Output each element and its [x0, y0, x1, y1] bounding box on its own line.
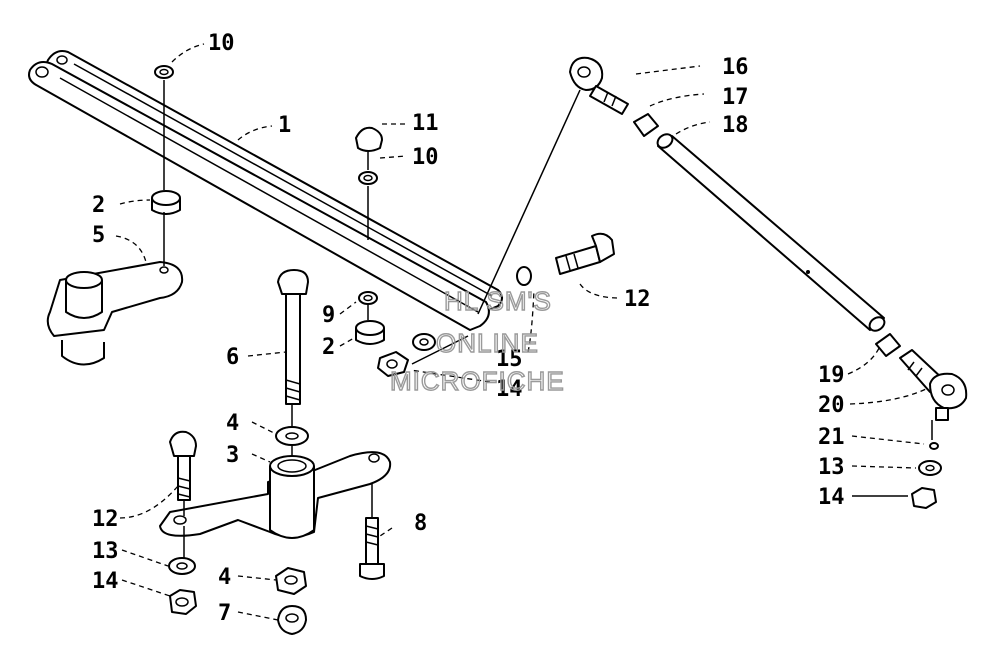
callout-13: 13: [818, 455, 845, 480]
pitman-arm: [46, 261, 184, 366]
callout-21: 21: [818, 425, 845, 450]
watermark-line-1: HL SM'S: [444, 286, 552, 316]
tie-rod-assembly: [569, 56, 968, 509]
callout-2: 2: [322, 335, 335, 360]
long-bolt: [277, 269, 309, 405]
callout-14: 14: [818, 485, 845, 510]
callout-17: 17: [722, 85, 749, 110]
callout-9: 9: [322, 303, 335, 328]
callout-14: 14: [92, 569, 119, 594]
callout-3: 3: [226, 443, 239, 468]
callout-8: 8: [414, 511, 427, 536]
bolt-upper: [555, 232, 615, 275]
callout-20: 20: [818, 393, 845, 418]
callout-1: 1: [278, 113, 291, 138]
callout-14: 14: [496, 377, 523, 402]
callout-4: 4: [218, 565, 231, 590]
steering-arm: [28, 50, 503, 331]
idler-arm: [159, 451, 392, 539]
callout-19: 19: [818, 363, 845, 388]
callout-16: 16: [722, 55, 749, 80]
callout-18: 18: [722, 113, 749, 138]
callout-7: 7: [218, 601, 231, 626]
hardware: [151, 65, 532, 635]
bolt-lower: [169, 430, 197, 501]
callout-10: 10: [208, 31, 235, 56]
callout-5: 5: [92, 223, 105, 248]
callout-11: 11: [412, 111, 439, 136]
callout-10: 10: [412, 145, 439, 170]
callout-13: 13: [92, 539, 119, 564]
callout-2: 2: [92, 193, 105, 218]
callout-15: 15: [496, 347, 523, 372]
callout-12: 12: [92, 507, 119, 532]
watermark-line-2: ONLINE: [436, 328, 539, 358]
callout-labels: 10 1 2 5 11 10 9 2 6 4 3 8 12 13 14 4 7 …: [92, 31, 845, 626]
leader-lines: [115, 43, 933, 621]
callout-6: 6: [226, 345, 239, 370]
callout-4: 4: [226, 411, 239, 436]
watermark-line-3: MICROFICHE: [390, 366, 565, 396]
callout-12: 12: [624, 287, 651, 312]
bolt-8: [359, 517, 385, 580]
watermark: HL SM'S ONLINE MICROFICHE: [389, 285, 565, 396]
